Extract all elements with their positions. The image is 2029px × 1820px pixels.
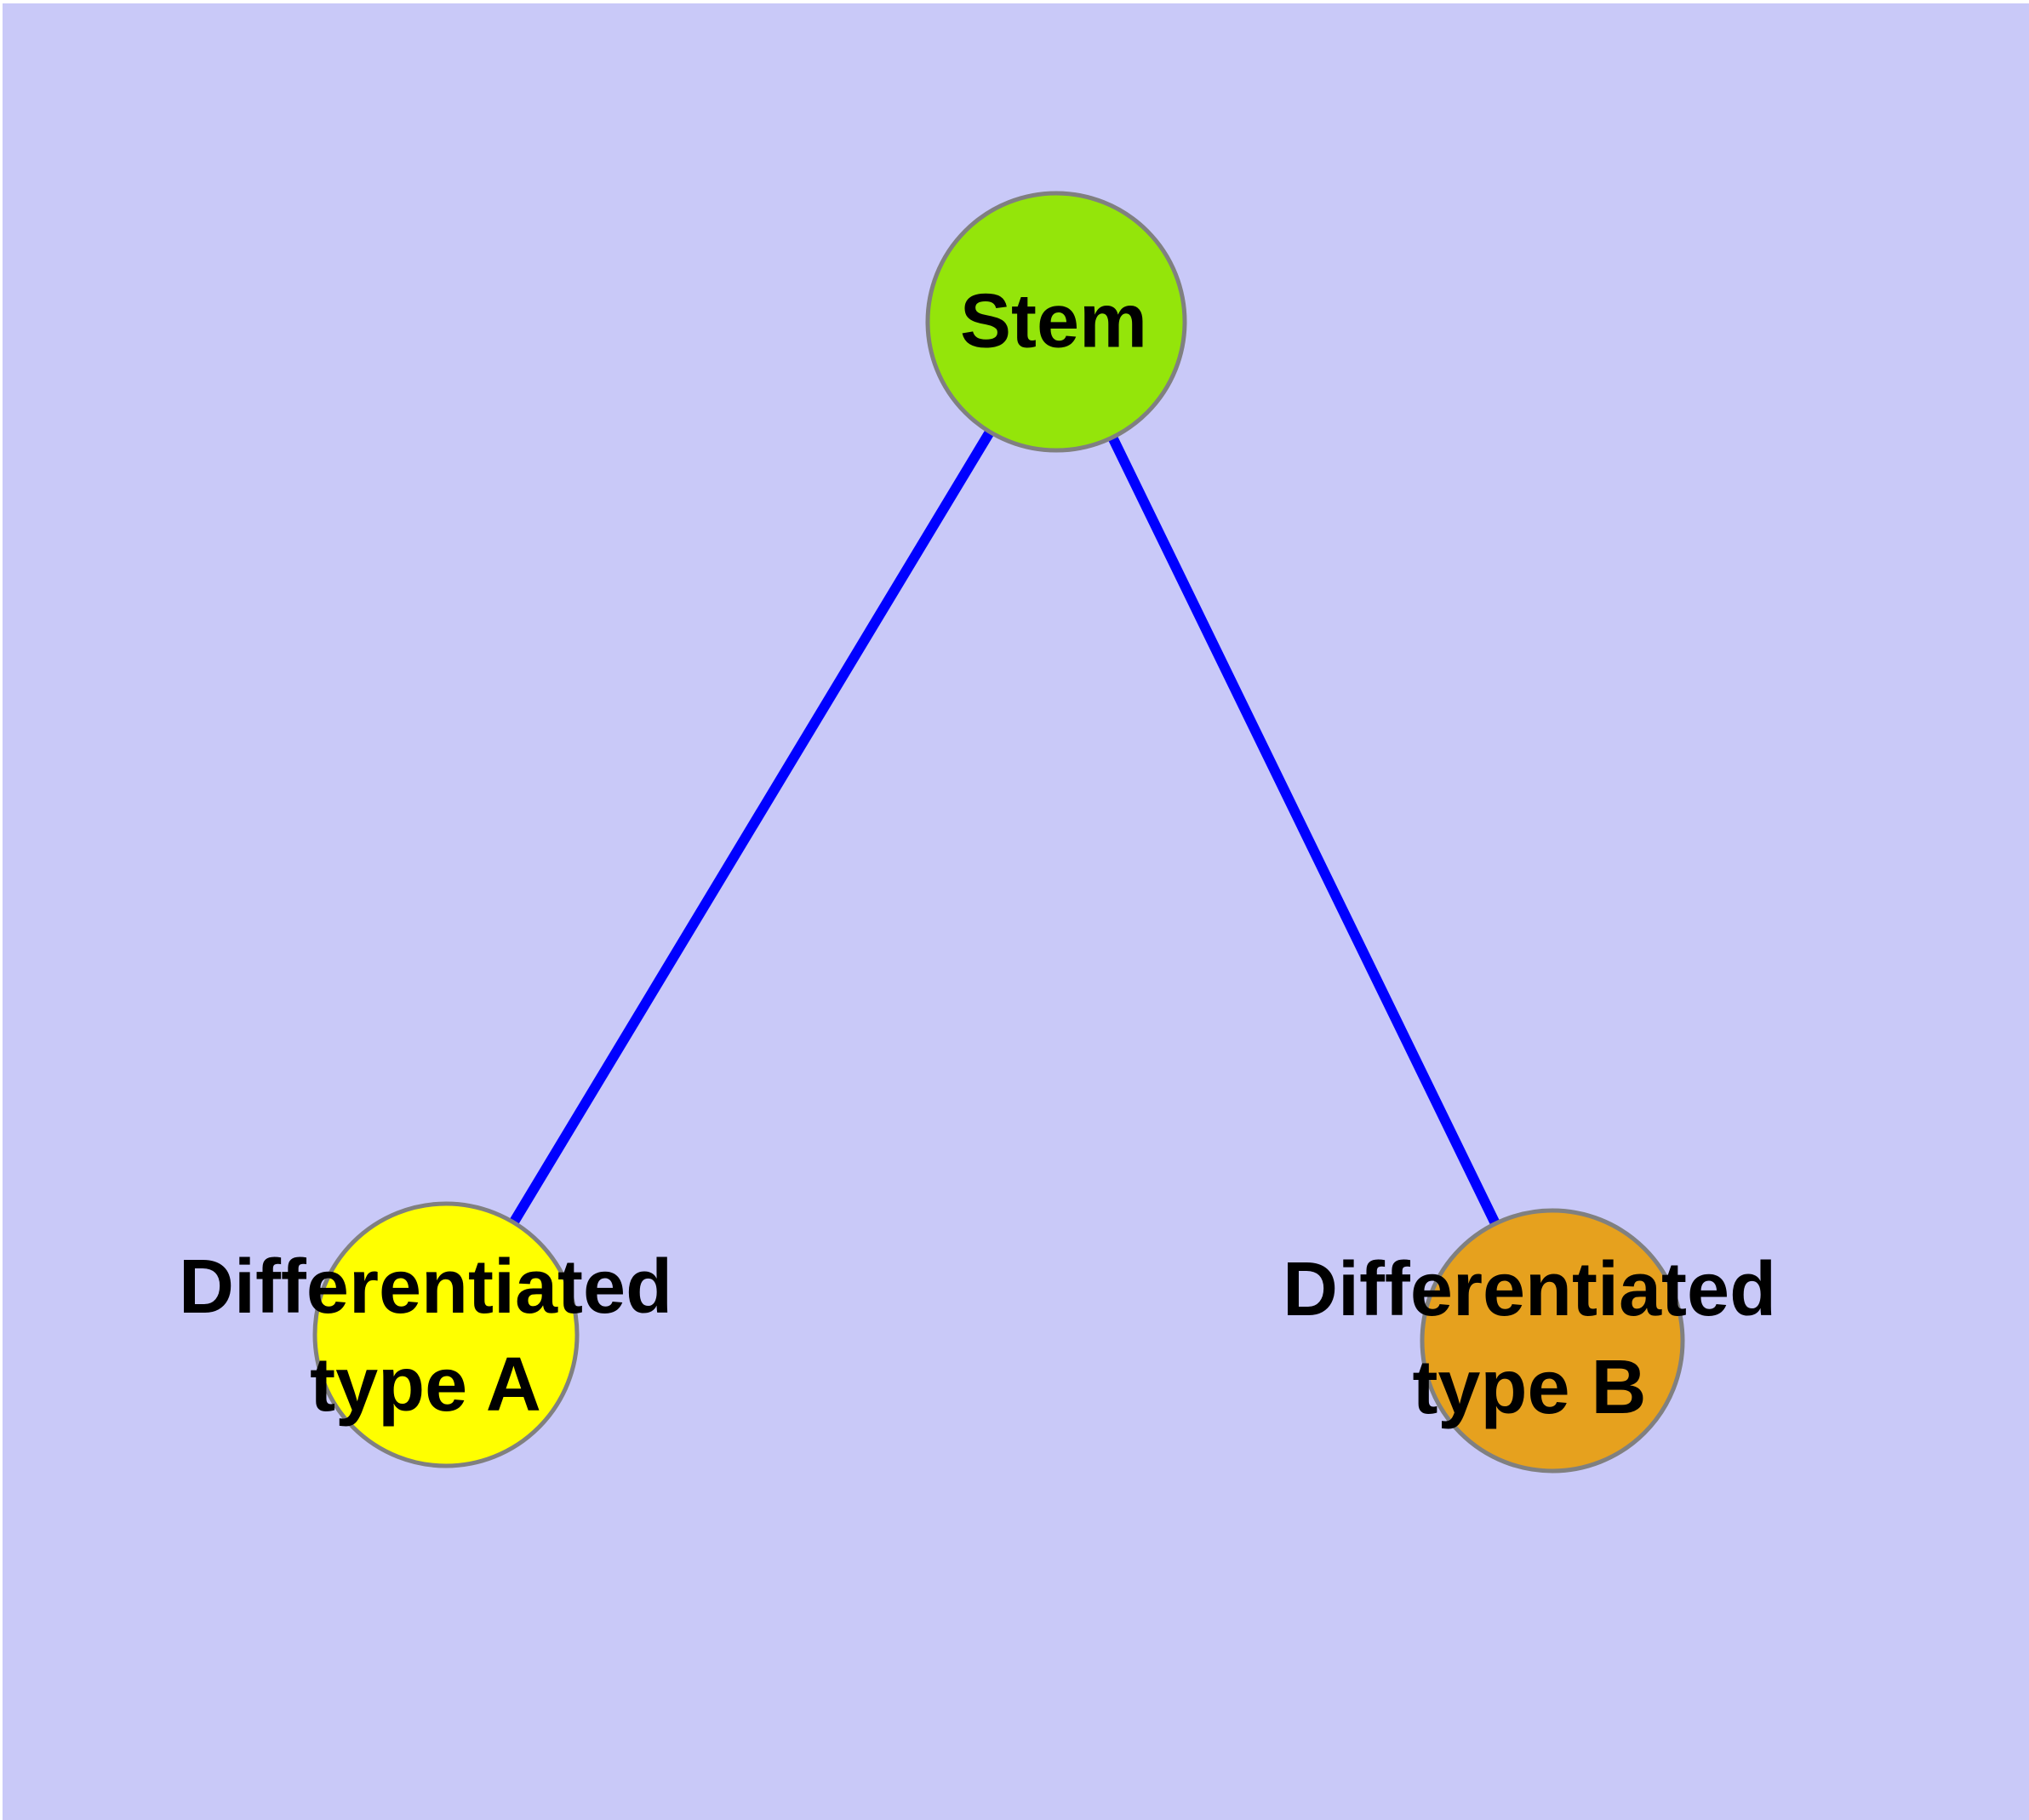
node-circle-type-a — [312, 1201, 580, 1468]
node-label-differentiated-type-a: Differentiated type A — [178, 1245, 673, 1428]
node-label-differentiated-type-b: Differentiated type B — [1282, 1247, 1777, 1430]
diagram-canvas: Stem Differentiated type A Differentiate… — [3, 3, 2029, 1820]
edge-stem-to-type-a — [441, 318, 1061, 1338]
graph-svg — [312, 191, 1685, 1474]
node-label-stem: Stem — [959, 278, 1148, 364]
node-circle-stem — [925, 191, 1187, 453]
edge-stem-to-type-b — [1051, 319, 1557, 1343]
node-circle-type-b — [1420, 1208, 1685, 1474]
